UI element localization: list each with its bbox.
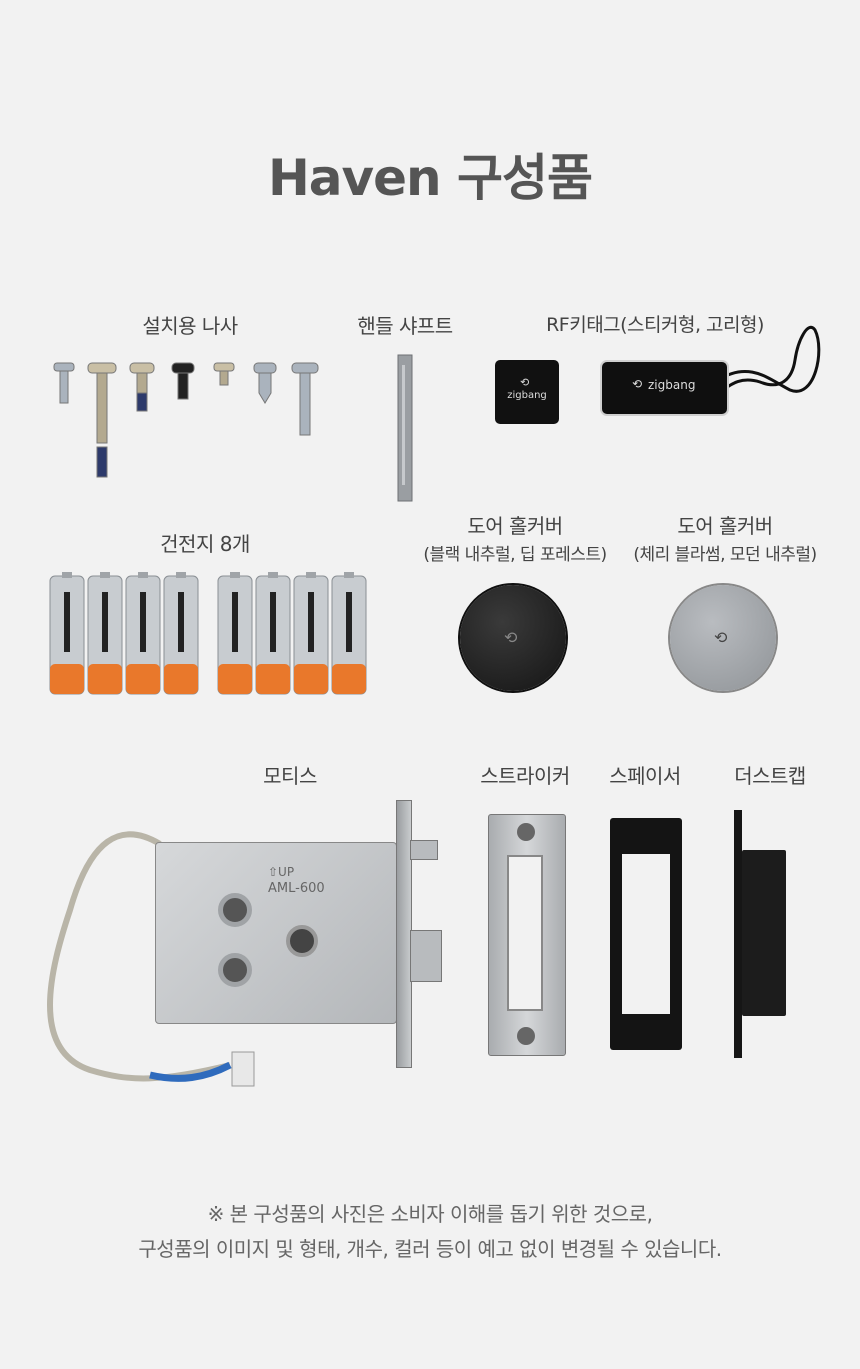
spindle-hole-top [218, 893, 252, 927]
handle-shaft-label: 핸들 샤프트 [357, 314, 453, 338]
zigbang-logo-icon: ⟲ [632, 377, 643, 391]
cylinder-hole [286, 925, 318, 957]
batteries-label: 건전지 8개 [160, 532, 250, 556]
mortise-up-mark: ⇧UP [268, 865, 295, 879]
screw-hole-icon [517, 1027, 535, 1045]
dust-cap-label: 더스트캡 [734, 764, 806, 788]
screws-label: 설치용 나사 [142, 314, 238, 338]
dust-cap-flange [734, 810, 742, 1058]
mortise-bolt [410, 930, 442, 982]
rf-sticker-tag: ⟲ zigbang [495, 360, 559, 424]
rf-keyring-tag: ⟲ zigbang [600, 360, 729, 416]
rf-keyring-brand: zigbang [648, 378, 696, 392]
footnote-line-2: 구성품의 이미지 및 형태, 개수, 컬러 등이 예고 없이 변경될 수 있습니… [138, 1237, 722, 1261]
mortise-body: ⇧UP AML-600 [155, 842, 397, 1024]
screw-hole-icon [517, 823, 535, 841]
rf-sticker-brand: zigbang [507, 390, 547, 401]
striker-slot [507, 855, 543, 1011]
batteries-image [49, 571, 367, 695]
door-cover-silver-label: 도어 홀커버 [677, 514, 773, 538]
zigbang-logo-icon: ⟲ [504, 628, 518, 647]
spacer-slot [622, 854, 670, 1014]
rf-keyring-strap [717, 326, 821, 394]
door-cover-silver-image: ⟲ [670, 585, 776, 691]
striker-image [488, 814, 566, 1056]
mortise-label: 모티스 [263, 764, 317, 788]
footnote-line-1: ※ 본 구성품의 사진은 소비자 이해를 돕기 위한 것으로, [207, 1202, 653, 1226]
mortise-latch [410, 840, 438, 860]
spacer-image [610, 818, 682, 1050]
mortise-cable [47, 831, 255, 1087]
page-title: Haven 구성품 [267, 149, 593, 207]
door-cover-black-sublabel: (블랙 내추럴, 딥 포레스트) [423, 545, 607, 565]
zigbang-logo-icon: ⟲ [520, 376, 530, 389]
screws-image [53, 362, 319, 478]
handle-shaft-image [397, 354, 413, 502]
mortise-model: AML-600 [268, 881, 325, 896]
door-cover-silver-sublabel: (체리 블라썸, 모던 내추럴) [633, 545, 817, 565]
striker-label: 스트라이커 [480, 764, 570, 788]
rf-tag-label: RF키태그(스티커형, 고리형) [546, 314, 764, 336]
spindle-hole-bottom [218, 953, 252, 987]
door-cover-black-image: ⟲ [460, 585, 566, 691]
door-cover-black-label: 도어 홀커버 [467, 514, 563, 538]
dust-cap-box [742, 850, 786, 1016]
spacer-label: 스페이서 [609, 764, 681, 788]
zigbang-logo-icon: ⟲ [714, 628, 728, 647]
